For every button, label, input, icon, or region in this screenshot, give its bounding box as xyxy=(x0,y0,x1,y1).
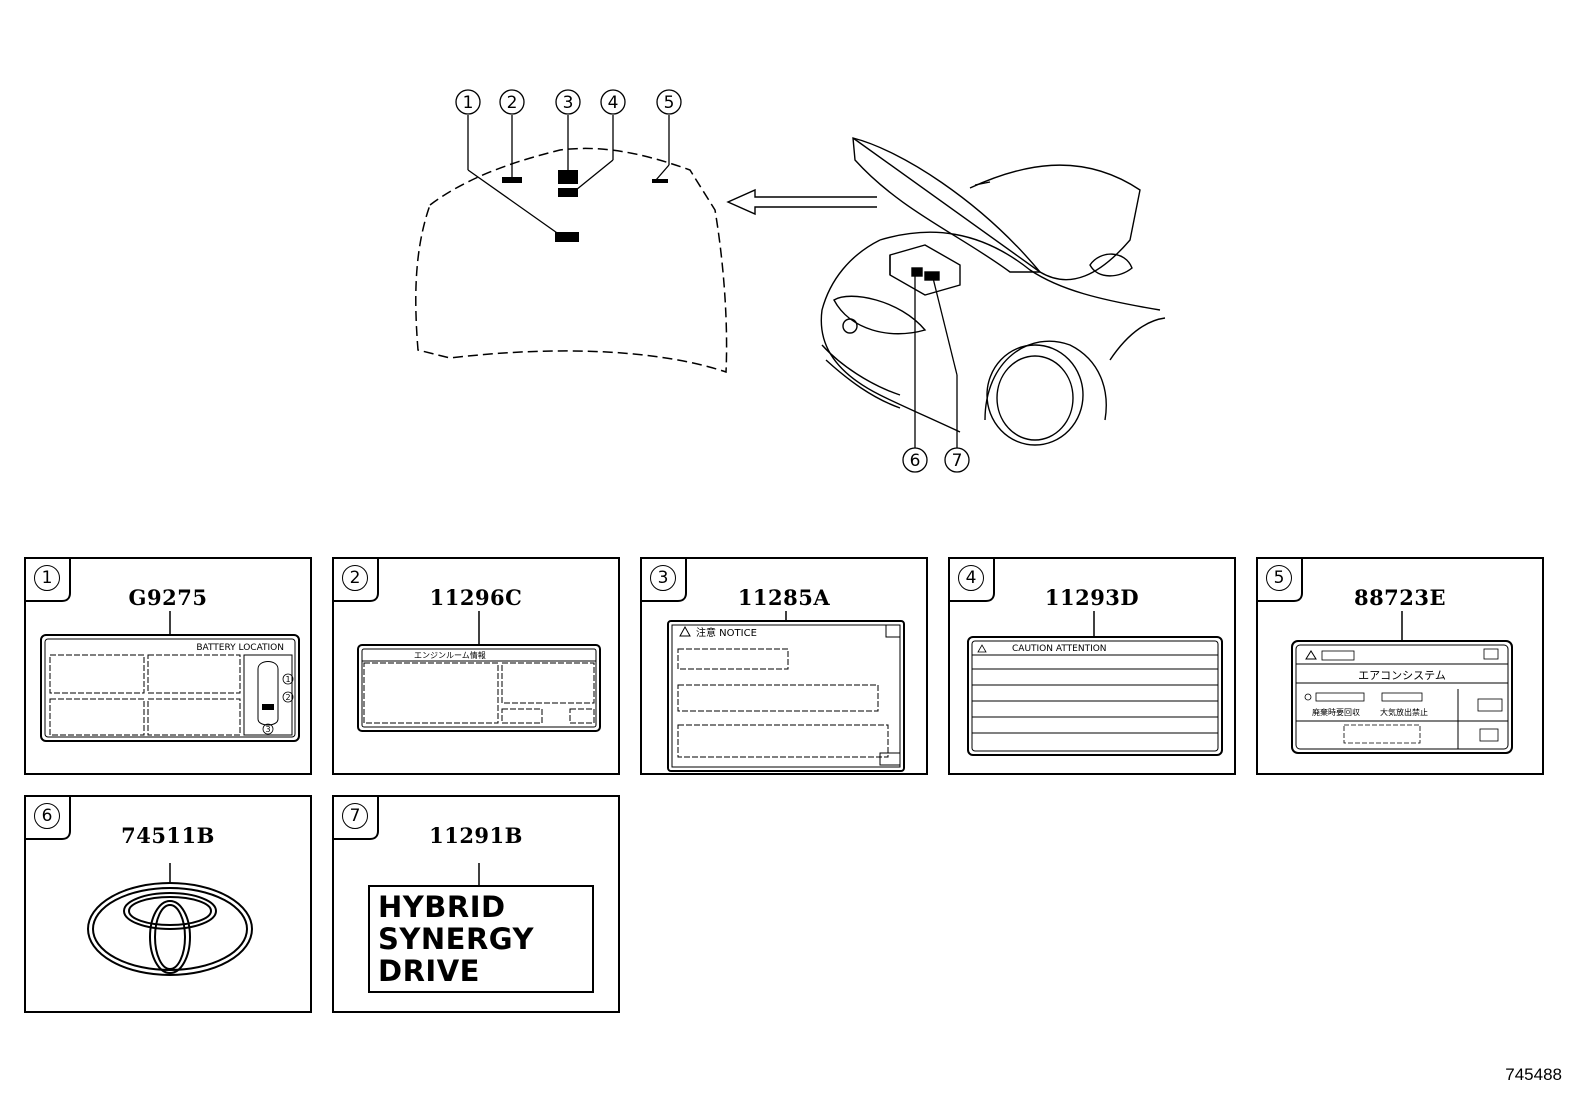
aircon-sub2: 大気放出禁止 xyxy=(1380,707,1428,717)
panel-tab xyxy=(642,559,687,602)
notice-header: 注意 NOTICE xyxy=(696,626,757,639)
document-id: 745488 xyxy=(1505,1065,1562,1084)
car-leader-lines xyxy=(914,274,958,448)
battery-location-label-art: BATTERY LOCATION 1 2 3 xyxy=(40,611,300,742)
part-code: 88723E xyxy=(1353,585,1447,610)
callout-2: 2 xyxy=(507,93,518,113)
caution-label-art: CAUTION ATTENTION xyxy=(967,611,1223,756)
part-code: 11291B xyxy=(429,823,523,848)
air-conditioner-label-art: エアコンシステム 廃棄時要回収 大気放出禁止 xyxy=(1291,611,1513,754)
part-code: G9275 xyxy=(128,585,208,610)
callout-7: 7 xyxy=(952,451,963,471)
panel-tab xyxy=(26,559,71,602)
mini-callout-2: 2 xyxy=(285,693,290,702)
panel-tab xyxy=(26,797,71,840)
toyota-emblem-icon xyxy=(87,882,253,976)
panel-number: 5 xyxy=(1266,565,1292,591)
part-code: 11285A xyxy=(737,585,831,610)
direction-arrow xyxy=(726,188,877,216)
badge-line-2: SYNERGY xyxy=(378,922,534,956)
hybrid-synergy-drive-badge: HYBRID SYNERGY DRIVE xyxy=(368,885,594,993)
panel-number: 2 xyxy=(342,565,368,591)
caution-header: CAUTION ATTENTION xyxy=(1012,644,1107,654)
panel-number: 3 xyxy=(650,565,676,591)
aircon-title: エアコンシステム xyxy=(1358,669,1446,682)
part-code: 11296C xyxy=(429,585,523,610)
car-illustration xyxy=(820,137,1166,446)
panel-number: 6 xyxy=(34,803,60,829)
callout-1: 1 xyxy=(463,93,474,113)
engine-room-header: エンジンルーム情報 xyxy=(414,650,486,660)
panel-tab xyxy=(950,559,995,602)
label-panel-5: 5 88723E エアコンシステム 廃棄時要回収 大気放出禁止 xyxy=(1256,557,1544,775)
leader-lines xyxy=(467,115,670,236)
callout-3: 3 xyxy=(563,93,574,113)
engine-room-label-art: エンジンルーム情報 xyxy=(357,611,601,732)
battery-location-header: BATTERY LOCATION xyxy=(196,643,284,653)
part-code: 74511B xyxy=(121,823,215,848)
label-panel-7: 7 11291B HYBRID SYNERGY DRIVE xyxy=(332,795,620,1013)
badge-line-1: HYBRID xyxy=(378,890,506,924)
panel-tab xyxy=(1258,559,1303,602)
toyota-emblem-art xyxy=(87,863,253,976)
mini-callout-1: 1 xyxy=(285,675,290,684)
panel-number: 4 xyxy=(958,565,984,591)
label-panel-3: 3 11285A 注意 NOTICE xyxy=(640,557,928,775)
mini-callout-3: 3 xyxy=(265,725,270,734)
callout-6: 6 xyxy=(910,451,921,471)
label-panel-4: 4 11293D CAUTION ATTENTION xyxy=(948,557,1236,775)
label-panel-1: 1 G9275 BATTERY LOCATION 1 2 3 xyxy=(24,557,312,775)
part-code: 11293D xyxy=(1044,585,1140,610)
callout-5: 5 xyxy=(664,93,675,113)
panel-tab xyxy=(334,559,379,602)
aircon-sub1: 廃棄時要回収 xyxy=(1312,707,1360,717)
label-panel-2: 2 11296C エンジンルーム情報 xyxy=(332,557,620,775)
badge-line-3: DRIVE xyxy=(378,954,480,988)
callout-4: 4 xyxy=(608,93,619,113)
hybrid-badge-leader xyxy=(478,863,480,885)
callout-circles-top: 1 2 3 4 5 6 7 xyxy=(455,89,970,473)
hood-label-marks xyxy=(502,170,668,242)
panel-number: 7 xyxy=(342,803,368,829)
notice-label-art: 注意 NOTICE xyxy=(667,611,905,772)
hood-and-car-diagram: 1 2 3 4 5 6 7 xyxy=(415,89,1166,473)
hood-outline xyxy=(415,147,728,374)
label-panel-6: 6 74511B xyxy=(24,795,312,1013)
panel-number: 1 xyxy=(34,565,60,591)
panel-tab xyxy=(334,797,379,840)
